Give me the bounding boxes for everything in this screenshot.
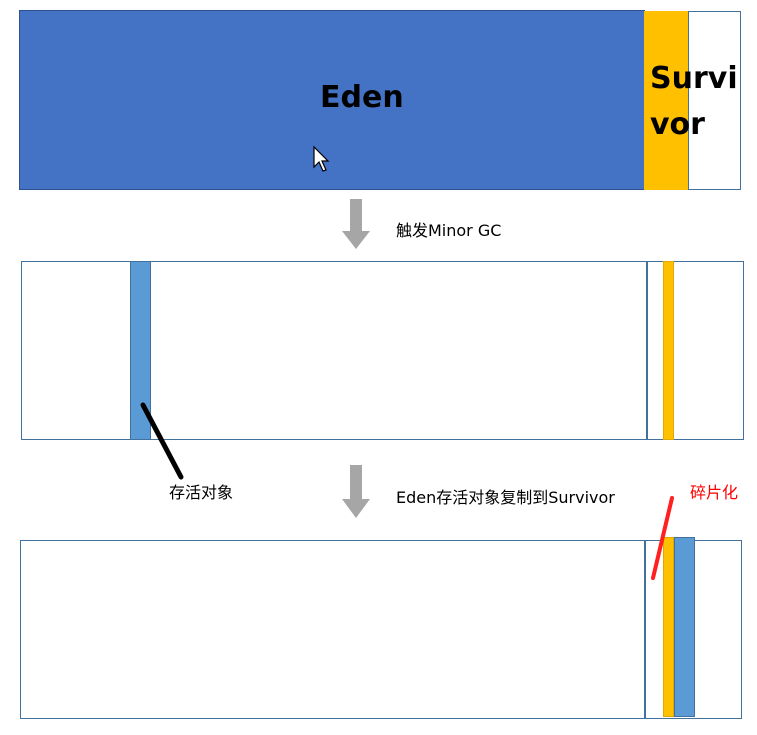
copied-live-object-block xyxy=(674,537,695,717)
survivor-region-empty xyxy=(688,11,741,190)
survivor-region-used xyxy=(644,11,688,190)
fragmentation-label: 碎片化 xyxy=(690,483,739,502)
eden-label: Eden xyxy=(320,80,404,115)
copy-to-survivor-label: Eden存活对象复制到Survivor xyxy=(396,488,615,507)
eden-region-empty xyxy=(20,540,645,719)
eden-region-full xyxy=(19,10,645,190)
eden-region-after-gc xyxy=(21,261,647,440)
survivor-used-strip-stage2 xyxy=(663,261,674,440)
survivor-used-strip-stage3 xyxy=(663,537,674,717)
survivor-label: Survivor xyxy=(650,61,738,142)
live-objects-label: 存活对象 xyxy=(169,483,234,502)
survivor-region-stage2 xyxy=(647,261,744,440)
live-object-block xyxy=(130,261,151,440)
trigger-minor-gc-label: 触发Minor GC xyxy=(396,221,502,240)
